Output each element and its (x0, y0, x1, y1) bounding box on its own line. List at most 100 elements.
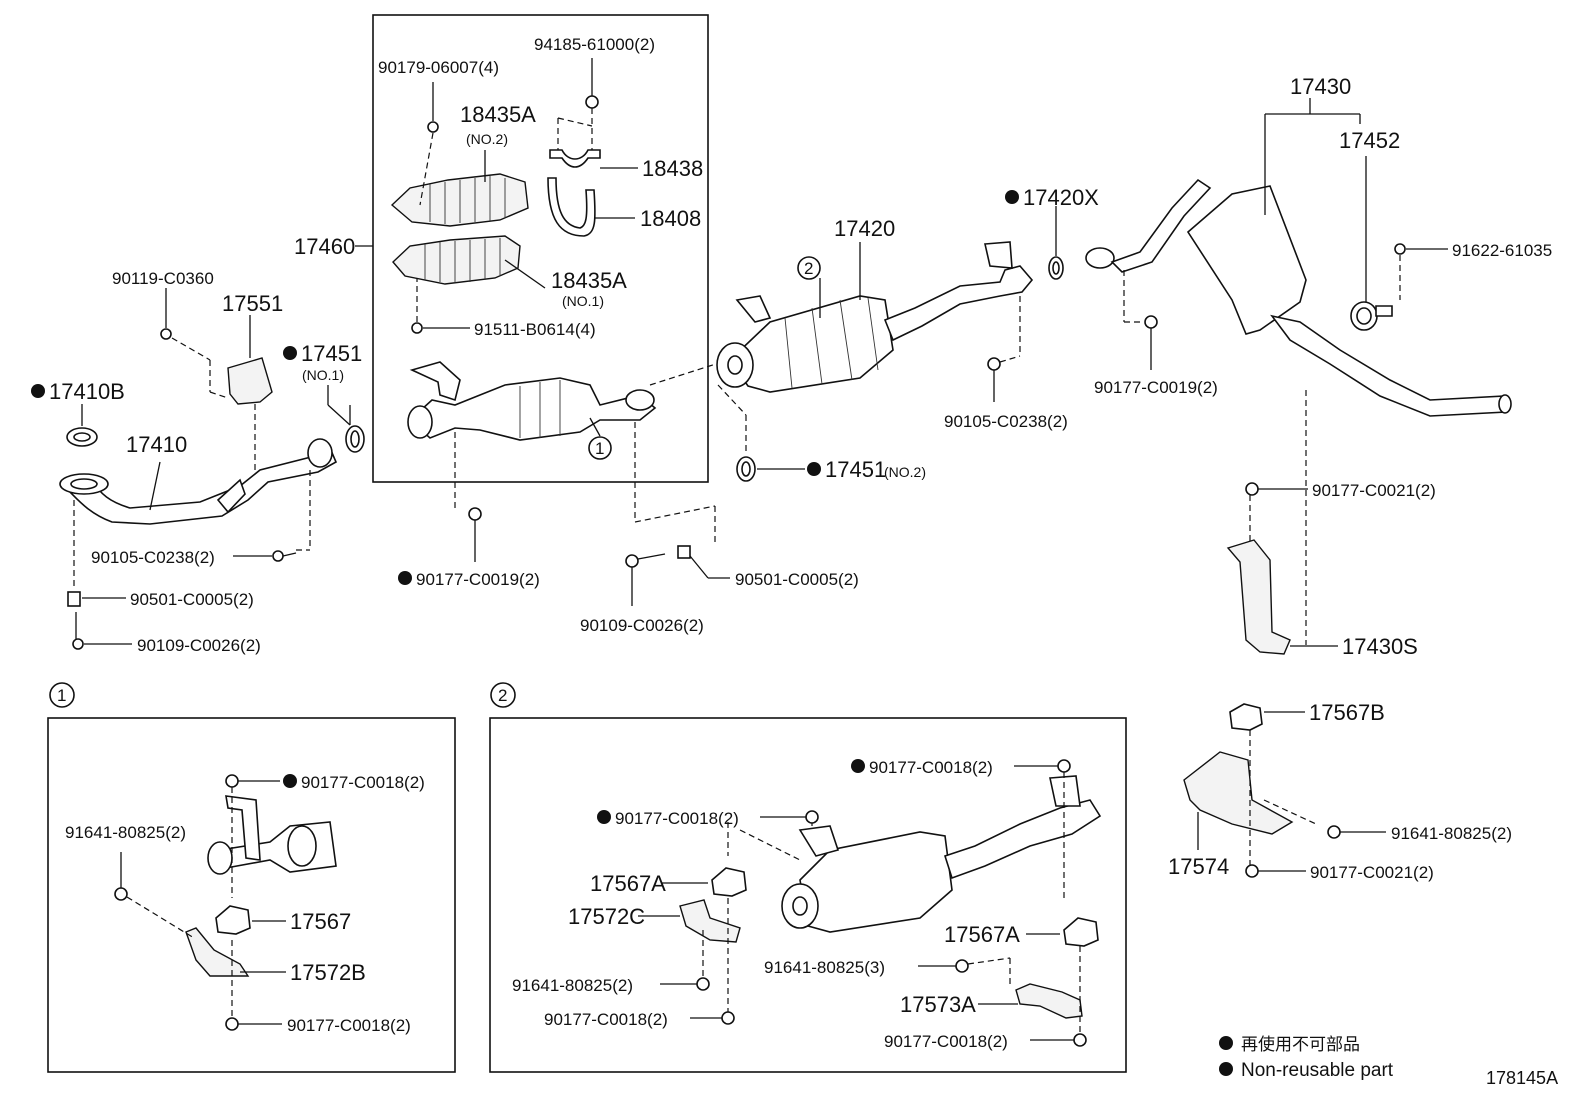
gasket-17410b (66, 427, 98, 447)
label-91511-b0614: 91511-B0614(4) (474, 320, 596, 339)
inset-2-box (489, 717, 1127, 1073)
label-90179-06007: 90179-06007(4) (378, 58, 499, 77)
i2-label-17567a-left: 17567A (590, 871, 666, 896)
label-17420: 17420 (834, 216, 895, 241)
bolt-90119-icon (160, 328, 172, 340)
inset-2-badge (490, 682, 516, 708)
legend-bullet-jp (1219, 1036, 1233, 1050)
heat-insulator-no1 (392, 235, 521, 285)
heat-insulator-17551 (227, 357, 273, 405)
clamp-17452 (1350, 301, 1393, 331)
label-17567b: 17567B (1309, 700, 1385, 725)
label-17430: 17430 (1290, 74, 1351, 99)
label-90501-c0005-center: 90501-C0005(2) (735, 570, 859, 589)
callout-circle-1 (588, 436, 612, 460)
nut-90177-c0019-rear-icon (1144, 315, 1158, 329)
bolt-91511-icon (411, 322, 423, 334)
i2-nut-90177-top-right-icon (1057, 759, 1071, 773)
nut-90177-c0019-center-icon (468, 507, 482, 521)
callout-circle-2 (797, 256, 821, 280)
i2-mount-17567a-right (1063, 917, 1099, 947)
label-18408: 18408 (640, 206, 701, 231)
label-90105-c0238-front: 90105-C0238(2) (91, 548, 215, 567)
i1-label-17567: 17567 (290, 909, 351, 934)
label-17452: 17452 (1339, 128, 1400, 153)
i2-bolt-91641-left-icon (696, 977, 710, 991)
inset-2-badge-number: 2 (498, 686, 507, 705)
bolt-90109-center-icon (625, 553, 666, 568)
label-18435a-no1-sub: (NO.1) (562, 293, 604, 309)
label-90105-c0238-mid: 90105-C0238(2) (944, 412, 1068, 431)
label-91622-61035: 91622-61035 (1452, 241, 1552, 260)
i2-bolt-91641-right-icon (955, 959, 969, 973)
bracket-18438 (549, 149, 601, 168)
i2-bracket-17573a (1015, 983, 1083, 1019)
i2-label-91641-80825-right: 91641-80825(3) (764, 958, 885, 977)
gasket-17451-no2 (736, 456, 756, 482)
label-90109-c0026-center: 90109-C0026(2) (580, 616, 704, 635)
label-90109-c0026-front: 90109-C0026(2) (137, 636, 261, 655)
bolt-90105-front-icon (272, 550, 284, 562)
label-17451-no1: 17451 (301, 341, 362, 366)
i2-bracket-17572c (679, 899, 741, 943)
label-17430s: 17430S (1342, 634, 1418, 659)
heat-insulator-no2 (390, 173, 529, 227)
label-90119-c0360: 90119-C0360 (112, 269, 214, 288)
figure-id: 178145A (1486, 1068, 1558, 1088)
bolt-90105-mid-icon (987, 357, 1001, 371)
i2-label-91641-80825-left: 91641-80825(2) (512, 976, 633, 995)
i2-label-17572c: 17572C (568, 904, 645, 929)
i2-sub-muffler (781, 775, 1102, 933)
bolt-91622-icon (1394, 243, 1406, 255)
label-18438: 18438 (642, 156, 703, 181)
i2-label-90177-c0018-bottom-right: 90177-C0018(2) (884, 1032, 1008, 1051)
spring-90501-center-icon (677, 545, 691, 559)
nut-90177-c0021-lower-icon (1245, 864, 1259, 878)
legend-bullet-en (1219, 1062, 1233, 1076)
label-90177-c0019-center: 90177-C0019(2) (416, 570, 540, 589)
label-17451-no2-sub: (NO.2) (884, 464, 926, 480)
gasket-17420x (1048, 256, 1064, 280)
label-17451-no2: 17451 (825, 457, 886, 482)
nut-90177-c0021-upper-icon (1245, 482, 1259, 496)
label-17551: 17551 (222, 291, 283, 316)
catalytic-converter (407, 361, 657, 441)
i1-bracket-17572b (185, 927, 250, 977)
i2-label-90177-c0018-top-left: 90177-C0018(2) (615, 809, 739, 828)
label-90177-c0019-rear: 90177-C0019(2) (1094, 378, 1218, 397)
callout-1-number: 1 (595, 439, 604, 458)
i1-label-17572b: 17572B (290, 960, 366, 985)
i1-converter-outlet (207, 795, 337, 875)
label-17451-no1-sub: (NO.1) (302, 367, 344, 383)
i2-nut-90177-top-left-icon (805, 810, 819, 824)
inset-1-badge (49, 682, 75, 708)
bolt-90179-icon (427, 121, 439, 133)
label-90177-c0021-lower: 90177-C0021(2) (1310, 863, 1434, 882)
callout-2-number: 2 (804, 259, 813, 278)
i1-bolt-91641-icon (114, 887, 128, 901)
bolt-91641-rear-icon (1327, 825, 1341, 839)
heat-insulator-17430s (1226, 539, 1291, 655)
mount-17567b (1229, 703, 1263, 731)
label-17574: 17574 (1168, 854, 1229, 879)
bolt-90109-front-icon (72, 612, 84, 650)
label-94185-61000: 94185-61000(2) (534, 35, 655, 54)
label-18435a-no2: 18435A (460, 102, 536, 127)
label-90177-c0021-upper: 90177-C0021(2) (1312, 481, 1436, 500)
label-90501-c0005-front: 90501-C0005(2) (130, 590, 254, 609)
i1-nut-90177-bottom-icon (225, 1017, 239, 1031)
i2-label-90177-c0018-bottom-left: 90177-C0018(2) (544, 1010, 668, 1029)
legend-text-en: Non-reusable part (1241, 1060, 1394, 1081)
tail-pipe-muffler-17430 (1085, 178, 1512, 417)
band-18408 (547, 177, 596, 237)
i1-mount-17567 (215, 905, 251, 935)
label-91641-80825-rear: 91641-80825(2) (1391, 824, 1512, 843)
i2-nut-90177-bottom-right-icon (1073, 1033, 1087, 1047)
inset-1-badge-number: 1 (57, 686, 66, 705)
inset-1-box (47, 717, 456, 1073)
i2-label-90177-c0018-top-right: 90177-C0018(2) (869, 758, 993, 777)
i2-mount-17567a-left (711, 867, 747, 897)
i1-nut-90177-top-icon (225, 774, 239, 788)
nut-94185-icon (585, 95, 599, 109)
gasket-17451-no1 (345, 425, 365, 453)
